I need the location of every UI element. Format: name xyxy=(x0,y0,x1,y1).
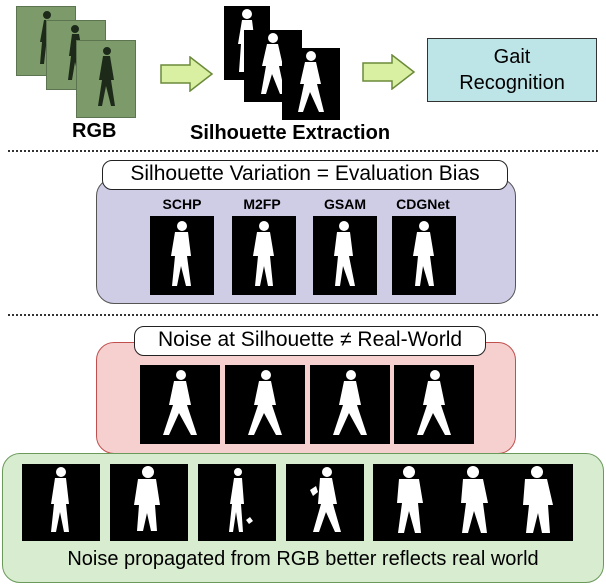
silhouette-figure xyxy=(163,369,197,435)
variation-silhouette-gsam xyxy=(313,216,377,295)
silhouette-figure xyxy=(134,466,160,531)
silhouette-figure xyxy=(229,468,253,532)
noise-silhouette-1 xyxy=(140,365,220,444)
silhouette-figure xyxy=(253,221,274,286)
variation-silhouette-cdgnet xyxy=(392,216,456,295)
silhouette-figure xyxy=(171,221,191,286)
noise-silhouette-2 xyxy=(225,365,305,444)
rgb-noise-silhouette-2 xyxy=(110,464,188,541)
person-figure xyxy=(98,47,115,106)
divider-2 xyxy=(8,314,598,316)
rgb-noise-silhouette-3 xyxy=(198,464,276,541)
method-label-cdgnet: CDGNet xyxy=(396,196,450,212)
silhouette-figure xyxy=(417,369,451,435)
silhouette-figure xyxy=(334,221,355,286)
variation-title: Silhouette Variation = Evaluation Bias xyxy=(102,160,508,190)
gait-recognition-label: Gait Recognition xyxy=(459,46,565,94)
rgb-noise-caption: Noise propagated from RGB better reflect… xyxy=(67,548,539,570)
silhouette-figure xyxy=(51,467,69,532)
silhouette-sequence xyxy=(397,466,553,533)
method-label-schp: SCHP xyxy=(162,196,202,212)
silhouette-figure xyxy=(261,33,285,94)
silhouette-frame-3 xyxy=(282,48,340,120)
divider-1 xyxy=(8,150,598,152)
arrow-right-icon xyxy=(362,54,416,90)
silhouette-figure xyxy=(413,221,434,286)
noise-title: Noise at Silhouette ≠ Real-World xyxy=(134,326,486,356)
silhouette-figure xyxy=(333,369,367,435)
rgb-noise-silhouette-1 xyxy=(22,464,100,541)
extraction-label: Silhouette Extraction xyxy=(190,122,391,144)
rgb-label: RGB xyxy=(72,120,117,142)
silhouette-figure xyxy=(248,369,282,435)
noise-silhouette-4 xyxy=(394,365,474,444)
rgb-noise-silhouette-4 xyxy=(286,464,364,541)
rgb-noise-silhouette-5 xyxy=(373,464,573,541)
variation-silhouette-m2fp xyxy=(232,216,296,295)
method-label-m2fp: M2FP xyxy=(243,196,281,212)
silhouette-figure xyxy=(298,51,324,112)
silhouette-figure xyxy=(310,466,341,532)
gait-recognition-box: Gait Recognition xyxy=(427,38,597,102)
variation-silhouette-schp xyxy=(150,216,214,295)
arrow-right-icon xyxy=(160,56,214,92)
method-label-gsam: GSAM xyxy=(324,196,366,212)
rgb-frame-3 xyxy=(76,40,136,118)
noise-silhouette-3 xyxy=(310,365,390,444)
